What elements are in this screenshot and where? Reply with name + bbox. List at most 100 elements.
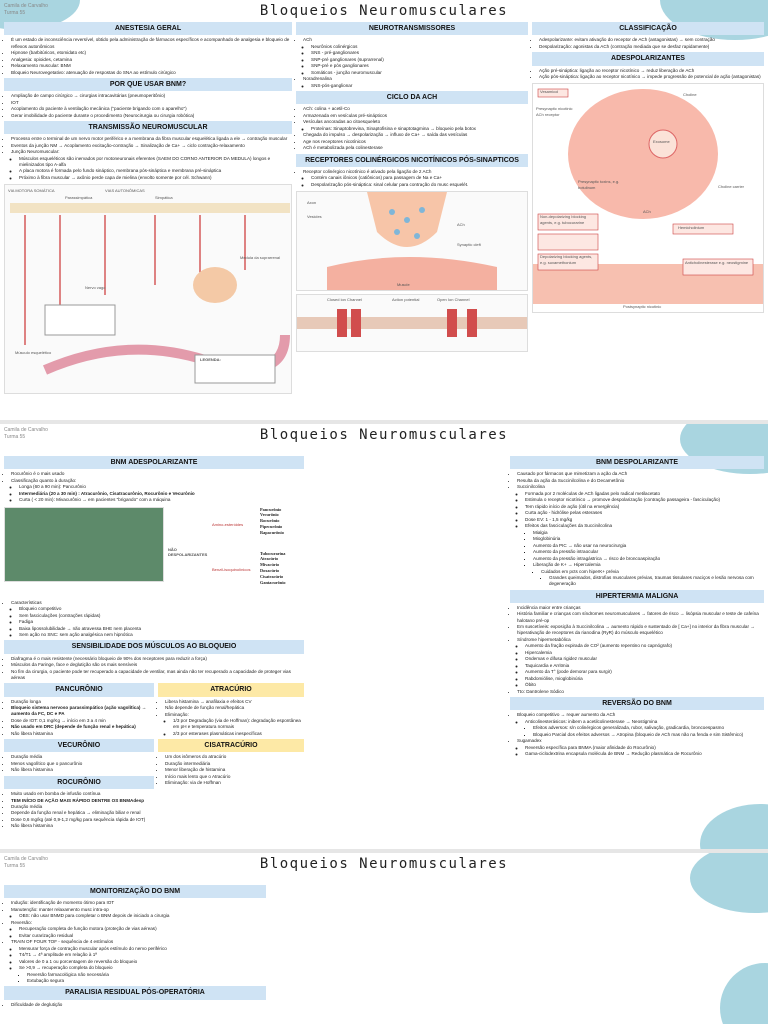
- list-item: SNP-pré ganglionares (suprarrenal): [311, 57, 528, 63]
- list-item: Manutenção: manter relaxamento musc intr…: [11, 907, 266, 920]
- class-name: Turma 55: [4, 862, 26, 869]
- list-item: Hipnose (barbitúricos, etomidato etc): [11, 50, 292, 56]
- list-item: Características Bloqueio competitivo Sem…: [11, 600, 304, 639]
- section-header: CISATRACÚRIO: [158, 739, 304, 753]
- list-item: Chegada do impulso → despolarização → in…: [303, 132, 528, 138]
- list-item: Fadiga: [19, 619, 304, 625]
- synapse-diagram: [327, 192, 497, 291]
- duration-chart-image: [4, 506, 164, 582]
- list-item: Não usado em DRC (depende de função rena…: [11, 724, 154, 730]
- list-item: Duração longa: [11, 699, 154, 705]
- list-item: Longa (60 a 90 min): Pancurônio: [19, 484, 304, 490]
- author-block: Camila de Carvalho Turma 55: [4, 3, 48, 16]
- bnm-adesp-list: Rocurônio é o mais usado Classificação q…: [4, 471, 304, 503]
- author-name: Camila de Carvalho: [4, 856, 48, 862]
- list-item: TRAIN OF FOUR TOF - sequência de 4 estím…: [11, 939, 266, 984]
- section-header: PANCURÔNIO: [4, 683, 154, 697]
- list-item: Em suscetíveis: exposição à Succinilcoli…: [517, 624, 764, 636]
- figure-label: Choline: [683, 92, 697, 98]
- figure-label: Presynaptic toxins, e.g. botulinum: [578, 179, 620, 190]
- tree-root: NÃO DESPOLARIZANTES: [168, 546, 208, 557]
- list-item: Depende da função renal e hepática → eli…: [11, 810, 154, 816]
- list-item: Aumento da pressão intraocular: [533, 549, 764, 555]
- list-item: Início mais lento que o Atracúrio: [165, 774, 304, 780]
- list-item: Contém canais iônicos (catiônicos) para …: [311, 175, 528, 181]
- list-item: Noradrenalina SNS-pós-ganglionar: [303, 76, 528, 89]
- cisatracurio-list: Um dos isômeros do atracúrio Duração int…: [158, 754, 304, 786]
- caracteristicas-list: Características Bloqueio competitivo Sem…: [4, 600, 304, 639]
- decor-blob: [720, 963, 768, 1024]
- list-item: Taquicardia e Arritmia: [525, 663, 764, 669]
- item-text: Efeitos das fasciculações da Succinilcol…: [525, 523, 613, 529]
- item-text: Características: [11, 599, 42, 605]
- figure-label: Open Ion Channel: [437, 297, 470, 303]
- section-header: HIPERTERMIA MALIGNA: [510, 589, 764, 603]
- list-item: Eliminação: via de Hoffman: [165, 780, 304, 786]
- list-item: Analgesia: opioides, cetamina: [11, 57, 292, 63]
- list-item: Dose EV: 1 - 1,5 mg/kg: [525, 517, 764, 523]
- figure-label: Muscle: [397, 282, 410, 288]
- list-item: Recuperação completa de função motora (p…: [19, 926, 266, 932]
- list-item: Adespolarizante: evitam ativação do rece…: [539, 37, 764, 43]
- item-text: Reversão:: [11, 919, 32, 925]
- list-item: Aumento da PIC → não usar na neurocirurg…: [533, 543, 764, 549]
- transmissao-list: Processo entre o terminal de um nervo mo…: [4, 136, 292, 181]
- list-item: Resulta da ação da Succinilcolina e do D…: [517, 478, 764, 484]
- ion-channel-diagram: [297, 309, 527, 338]
- figure-label: Choline carrier: [718, 184, 745, 190]
- classificacao-list: Adespolarizante: evitam ativação do rece…: [532, 37, 764, 50]
- figure-label: Depolarizing blocking agents, e.g. suxam…: [540, 254, 593, 265]
- figure-legend: LEGENDA:: [200, 357, 221, 363]
- item-text: Se >0,9 → recuperação completa do bloque…: [19, 965, 113, 971]
- list-item: Tem rápido início de ação (útil na emerg…: [525, 504, 764, 510]
- benzyl-column: ATRACÚRIO Libera histamina → anafilaxia …: [158, 681, 304, 830]
- figure-label: Exosome: [653, 139, 670, 145]
- list-item: Não depende de função renal/hepática: [165, 705, 304, 711]
- list-item: Somáticos - junção neuromuscular: [311, 70, 528, 76]
- tree-branch: Benzil-isoquinolínicos: [212, 566, 251, 572]
- author-block: Camila de Carvalho Turma 55: [4, 427, 48, 440]
- list-item: Succinilcolina Formada por 2 moléculas d…: [517, 484, 764, 587]
- list-item: Se >0,9 → recuperação completa do bloque…: [19, 965, 266, 984]
- bnm-desp-list: Causado por fármacos que mimetizam a açã…: [510, 471, 764, 587]
- list-item: Processo entre o terminal de um nervo mo…: [11, 136, 292, 142]
- list-item: Indução: identificação de momento ótimo …: [11, 900, 266, 906]
- drug-name: Mivacúrio: [260, 562, 280, 568]
- section-header: CLASSIFICAÇÃO: [532, 22, 764, 36]
- item-text: TRAIN OF FOUR TOF - sequência de 4 estím…: [11, 939, 114, 945]
- list-item: Vesículas ancoradas ao citoesqueleto Pro…: [303, 119, 528, 132]
- list-item: Aumento da pressão intragástrica → risco…: [533, 556, 764, 562]
- list-item: Diafragma é o mais resistente (necessári…: [11, 656, 304, 662]
- drug-name: Doxacúrio: [260, 567, 280, 573]
- list-item: Curta ( < 20 min): Mivacurônio → em paci…: [19, 497, 304, 503]
- drug-name: Cisatracúrio: [260, 573, 284, 579]
- hipertermia-list: Incidência maior entre crianças História…: [510, 605, 764, 695]
- list-item: Baixa lipossolubilidade → não atravessa …: [19, 626, 304, 632]
- item-text: Anticolinesterásicos: inibem a acetilcol…: [525, 718, 658, 724]
- bnm-figures-row: NÃO DESPOLARIZANTES Amino-esteróides Ben…: [4, 506, 304, 597]
- neurotransmissores-list: ACh Neurônios colinérgicos SNS - pré-gan…: [296, 37, 528, 89]
- list-item: Gerar imobilidade do paciente durante o …: [11, 113, 292, 119]
- amino-list: Pancurônio Vecurônio Rocurônio Pipecurôn…: [260, 507, 284, 536]
- section-header: SENSIBILIDADE DOS MÚSCULOS AO BLOQUEIO: [4, 640, 304, 654]
- porque-list: Ampliação de campo cirúrgico → cirurgias…: [4, 93, 292, 119]
- list-item: Menor liberação de histamina: [165, 767, 304, 773]
- page-title: Bloqueios Neuromusculares: [259, 3, 509, 19]
- list-item: Anticolinesterásicos: inibem a acetilcol…: [525, 719, 764, 738]
- list-item: Classificação quanto à duração: Longa (6…: [11, 478, 304, 504]
- item-text: Síndrome hipermetabólica: [517, 636, 571, 642]
- item-text: Sugamadex: [517, 738, 542, 744]
- adespolarizantes-list: Ação pré-sináptica: ligação ao receptor …: [532, 68, 764, 81]
- list-item: Rocurônio é o mais usado: [11, 471, 304, 477]
- decor-blob: [700, 804, 768, 849]
- list-item: No fim da cirurgia, o paciente pode ter …: [11, 669, 304, 681]
- list-item: Mialgia: [533, 530, 764, 536]
- item-text: Cuidados em pcts com hiperK+ prévia: [541, 568, 619, 574]
- author-block: Camila de Carvalho Turma 55: [4, 856, 48, 869]
- drug-name: Rocurônio: [260, 518, 280, 524]
- reversao-list: Bloqueio competitivo → requer aumento da…: [510, 712, 764, 757]
- tree-branch: Amino-esteróides: [212, 521, 244, 527]
- autonomic-pathways-figure: VIA MOTORA SOMÁTICA VIAS AUTONÔMICAS Par…: [4, 184, 292, 395]
- list-item: Um dos isômeros do atracúrio: [165, 754, 304, 760]
- ion-channel-figure: Closed ion Channel Open Ion Channel Acti…: [296, 294, 528, 353]
